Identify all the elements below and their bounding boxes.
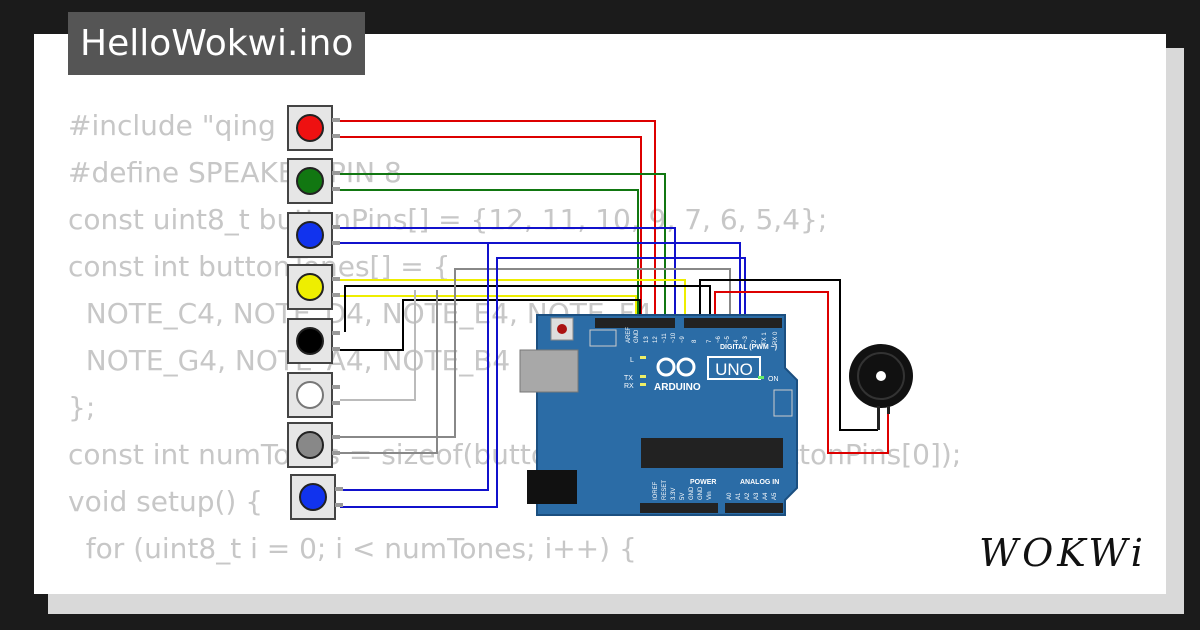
top-pin-labels: AREF GND 13 12 ~11 ~10 ~9 8 7 ~6 ~5 4 ~3… (626, 327, 779, 345)
analog-label: ANALOG IN (740, 479, 779, 486)
pin-label-a5: A5 (772, 492, 778, 500)
pushbutton-red[interactable] (287, 105, 340, 151)
board-name: UNO (715, 360, 753, 379)
pin-label-2: 2 (752, 339, 758, 343)
pushbutton-green[interactable] (287, 158, 340, 204)
pin-label-3v3: 3.3V (671, 488, 677, 500)
pushbutton-white[interactable] (287, 372, 340, 418)
power-jack (527, 470, 577, 504)
wire-blue-1 (340, 227, 676, 327)
pin-label-a4: A4 (763, 492, 769, 500)
pin-label-9: ~9 (680, 335, 686, 343)
reset-button-cap (557, 324, 567, 334)
pin-label-10: ~10 (671, 332, 677, 343)
on-label: ON (768, 376, 779, 383)
pin-label-a1: A1 (736, 492, 742, 500)
pin-label-a2: A2 (745, 492, 751, 500)
atmega-chip (641, 438, 783, 468)
wire-blue-2 (340, 242, 741, 327)
board-brand: ARDUINO (654, 382, 701, 393)
pushbutton-gray[interactable] (287, 422, 340, 468)
pin-label-vin: Vin (707, 491, 713, 500)
l-led (640, 356, 646, 359)
pin-label-tx1: TX 1 (762, 332, 768, 345)
code-line-1: #include "qing (68, 109, 276, 142)
wire-buzzer-red (714, 291, 889, 454)
wire-red-2 (340, 136, 642, 327)
pin-label-4: 4 (734, 339, 740, 343)
wire-green-2 (340, 189, 639, 327)
pin-label-6: ~6 (716, 335, 722, 343)
pin-label-5: ~5 (725, 335, 731, 343)
l-label: L (630, 357, 634, 364)
pin-label-7: 7 (707, 339, 713, 343)
pin-label-a0: A0 (727, 492, 733, 500)
wire-buzzer-black (699, 279, 878, 431)
wire-gray-2 (340, 290, 438, 454)
icsp-header-top (589, 329, 617, 347)
wire-black-1 (344, 285, 711, 332)
pin-label-gnd-1: GND (689, 486, 695, 500)
pin-label-3: ~3 (743, 335, 749, 343)
pin-label-8: 8 (692, 339, 698, 343)
wire-gray-1 (340, 268, 731, 438)
wire-black-2 (340, 299, 641, 351)
push-buttons (287, 105, 343, 520)
pin-label-12: 12 (653, 336, 659, 343)
code-line-7: }; (68, 391, 96, 424)
on-led (758, 376, 764, 379)
power-label: POWER (690, 479, 716, 486)
pin-label-5v: 5V (680, 493, 686, 500)
bottom-pin-labels: IOREF RESET 3.3V 5V GND GND Vin A0 A1 A2… (653, 480, 778, 500)
pin-label-13: 13 (644, 336, 650, 343)
pin-label-gnd: GND (634, 329, 640, 343)
usb-connector (519, 349, 579, 393)
pin-label-rx0: RX 0 (773, 331, 779, 345)
pin-label-gnd-2: GND (698, 486, 704, 500)
sketch-title: HelloWokwi.ino (68, 12, 366, 75)
rx-led (640, 383, 646, 386)
icsp-header-right (773, 389, 793, 417)
pin-label-a3: A3 (754, 492, 760, 500)
tx-label: TX (624, 375, 633, 382)
pushbutton-blue[interactable] (287, 212, 340, 258)
code-line-11: for (uint8_t i = 0; i < numTones; i++) { (68, 532, 637, 565)
pin-label-aref: AREF (626, 327, 632, 343)
uno-label-box (707, 356, 761, 380)
pushbutton-yellow[interactable] (287, 264, 340, 310)
wire-blue2-1 (340, 243, 489, 491)
header-bottom-power (640, 503, 718, 513)
pin-label-reset: RESET (662, 480, 668, 500)
tx-led (640, 375, 646, 378)
header-top-left (595, 318, 675, 328)
pushbutton-blue-2[interactable] (290, 474, 343, 520)
wokwi-logo: WOKWi (968, 528, 1158, 578)
rx-label: RX (624, 383, 634, 390)
arduino-uno-board[interactable]: UNO ARDUINO DIGITAL (PWM ~) POWER ANALOG… (519, 314, 798, 516)
pin-label-ioref: IOREF (653, 481, 659, 500)
pushbutton-black[interactable] (287, 318, 340, 364)
header-bottom-analog (725, 503, 783, 513)
wire-white-1 (340, 290, 416, 401)
digital-label: DIGITAL (PWM ~) (720, 344, 777, 351)
wire-green-1 (340, 173, 666, 327)
code-line-2: #define SPEAKER_PIN 8 (68, 156, 402, 189)
pin-label-11: ~11 (662, 333, 668, 343)
header-top-right (684, 318, 782, 328)
piezo-buzzer[interactable] (849, 344, 913, 430)
arduino-infinity-logo (656, 357, 696, 377)
code-line-10: void setup() { (68, 485, 264, 518)
